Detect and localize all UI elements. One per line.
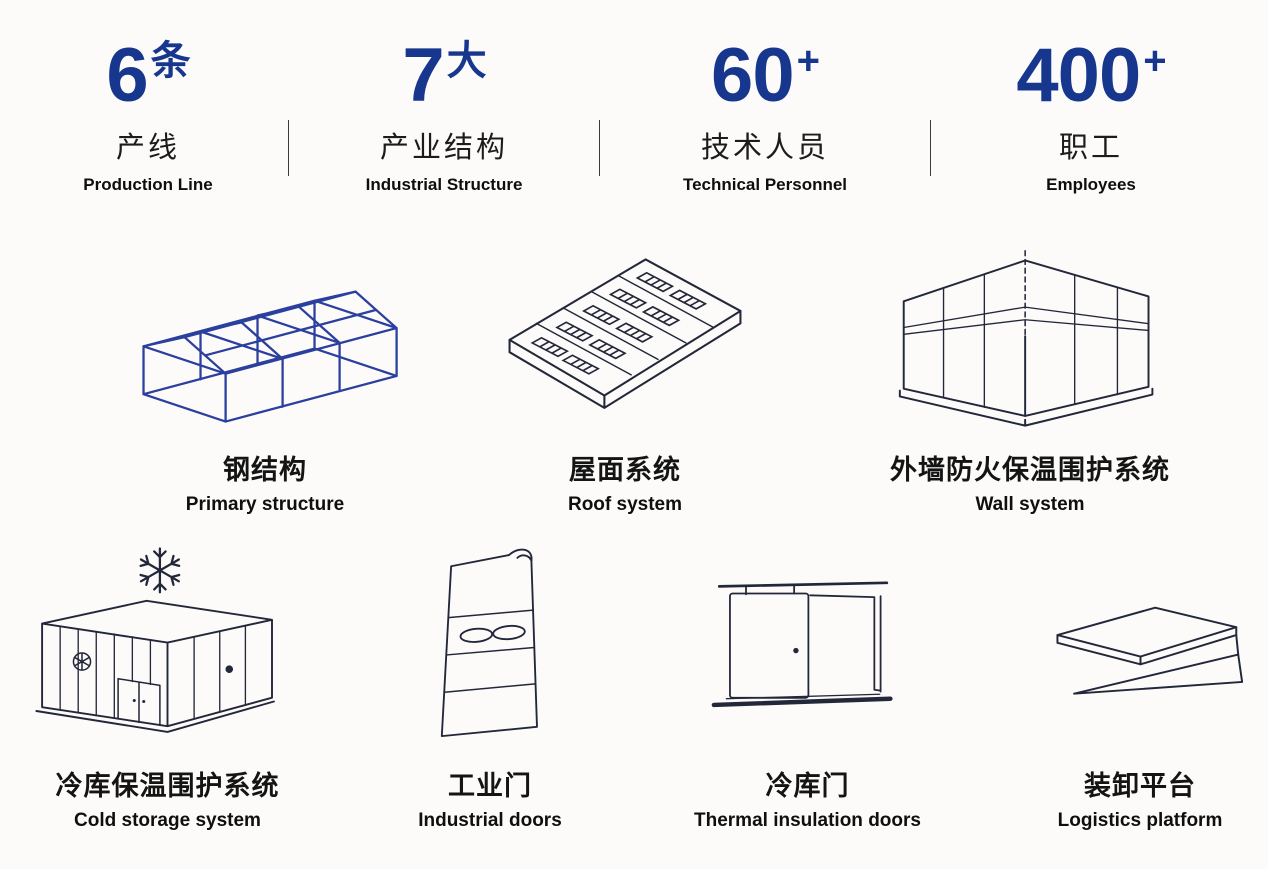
vertical-divider	[599, 120, 600, 176]
product-wall-system: 外墙防火保温围护系统 Wall system	[850, 242, 1210, 516]
product-illustration	[645, 540, 970, 754]
product-cold-storage: 冷库保温围护系统 Cold storage system	[15, 540, 320, 832]
stat-value: 7	[402, 33, 444, 118]
sliding-door-panel	[729, 592, 810, 699]
double-door	[117, 678, 161, 727]
door-handle-dot	[793, 647, 799, 653]
product-label-en: Wall system	[975, 494, 1085, 515]
product-illustration	[15, 540, 320, 754]
stat-label-zh: 产线	[115, 132, 180, 164]
thermal-door-icon	[711, 581, 893, 707]
product-loading-platform: 装卸平台 Logistics platform	[985, 540, 1268, 832]
stat-suffix: 条	[150, 39, 191, 83]
cold-storage-icon	[35, 547, 275, 733]
vertical-divider	[288, 120, 289, 176]
stat-suffix: +	[796, 39, 820, 83]
product-label-zh: 冷库门	[765, 771, 850, 801]
stat-employees: 400+ 职工 Employees	[931, 38, 1251, 195]
stat-number: 400+	[931, 38, 1251, 114]
fan-dot	[225, 665, 234, 674]
product-illustration	[90, 242, 440, 438]
steel-structure-icon	[141, 290, 398, 423]
stat-suffix: +	[1143, 39, 1166, 83]
stat-label-en: Production Line	[83, 175, 213, 194]
wall-system-icon	[898, 249, 1154, 427]
product-label-zh: 冷库保温围护系统	[55, 771, 280, 801]
stat-suffix: 大	[446, 39, 487, 83]
stat-value: 6	[106, 33, 148, 118]
product-label-en: Roof system	[567, 494, 683, 515]
product-label-en: Primary structure	[185, 494, 345, 515]
product-label-zh: 钢结构	[223, 455, 307, 485]
product-label-zh: 工业门	[448, 771, 532, 801]
product-illustration	[460, 242, 790, 438]
stats-row: 6条 产线 Production Line 7大 产业结构 Industrial…	[0, 0, 1268, 195]
stat-industrial-structure: 7大 产业结构 Industrial Structure	[289, 38, 599, 195]
product-label-zh: 装卸平台	[1084, 771, 1196, 801]
stat-number: 60+	[600, 38, 930, 114]
product-roof-system: 屋面系统 Roof system	[460, 242, 790, 516]
product-label-en: Thermal insulation doors	[694, 810, 921, 831]
stat-production-lines: 6条 产线 Production Line	[8, 38, 288, 195]
stat-technical-personnel: 60+ 技术人员 Technical Personnel	[600, 38, 930, 195]
product-label-en: Logistics platform	[1057, 810, 1223, 831]
door-window	[459, 627, 493, 643]
industrial-door-icon	[440, 548, 538, 738]
stat-number: 7大	[289, 38, 599, 114]
door-window	[491, 624, 526, 641]
product-label-zh: 屋面系统	[569, 455, 681, 485]
product-illustration	[355, 540, 625, 754]
stat-label-en: Employees	[1046, 175, 1136, 194]
stat-label-zh: 职工	[1058, 132, 1123, 164]
stat-number: 6条	[8, 38, 288, 114]
product-label-en: Industrial doors	[418, 810, 562, 831]
stat-value: 60	[711, 33, 795, 118]
stat-label-en: Industrial Structure	[365, 175, 523, 194]
stat-label-zh: 产业结构	[379, 132, 508, 164]
product-thermal-door: 冷库门 Thermal insulation doors	[645, 540, 970, 832]
product-steel-structure: 钢结构 Primary structure	[90, 242, 440, 516]
product-label-en: Cold storage system	[74, 810, 261, 831]
floor-rail	[711, 696, 893, 707]
product-label-zh: 外墙防火保温围护系统	[890, 455, 1170, 485]
fan-icon	[72, 652, 92, 672]
product-illustration	[985, 540, 1268, 754]
stat-label-en: Technical Personnel	[682, 175, 848, 194]
roof-system-icon	[508, 258, 742, 409]
product-illustration	[850, 242, 1210, 438]
vertical-divider	[930, 120, 931, 176]
snowflake-icon	[136, 547, 183, 594]
stat-label-zh: 技术人员	[700, 132, 829, 164]
stat-value: 400	[1016, 33, 1141, 118]
product-industrial-door: 工业门 Industrial doors	[355, 540, 625, 832]
door-frame	[809, 593, 882, 693]
loading-platform-icon	[1055, 606, 1243, 695]
door-rail	[717, 581, 889, 588]
